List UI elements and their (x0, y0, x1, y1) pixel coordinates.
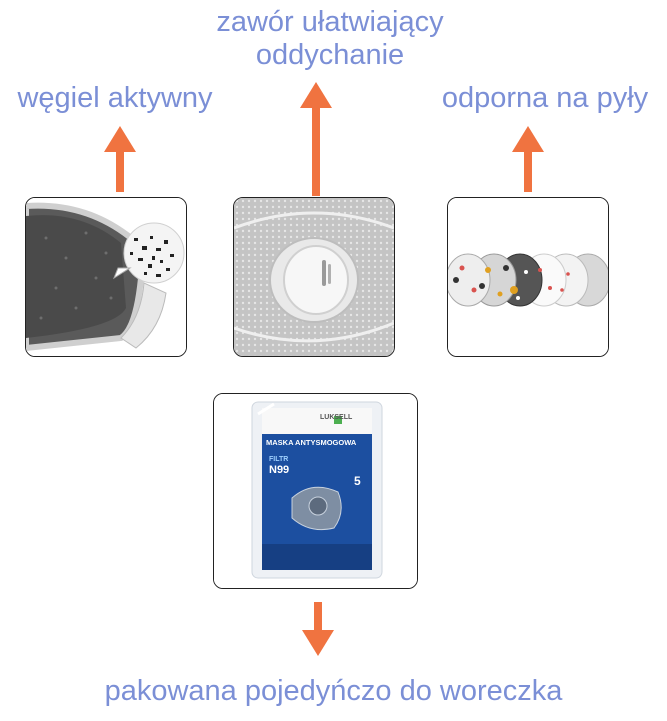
package-title: MASKA ANTYSMOGOWA (266, 438, 357, 447)
carbon-layer-icon (26, 198, 186, 356)
arrow-up-icon-carbon (104, 126, 136, 192)
packaging-label: pakowana pojedyńczo do woreczka (104, 675, 563, 707)
valve-label-line1: zawór ułatwiający (216, 6, 444, 38)
package-brand: LUKSELL (320, 414, 353, 421)
package-count: 5 (354, 474, 361, 488)
dust-label: odporna na pyły (441, 82, 649, 114)
package-filter-line1: FILTR (269, 456, 289, 463)
arrow-up-icon-dust (512, 126, 544, 192)
valve-image (233, 197, 395, 357)
arrow-up-icon-valve (300, 82, 332, 196)
filter-layers-icon (448, 198, 608, 356)
package-icon (214, 394, 417, 588)
package-filter-line2: N99 (269, 464, 290, 476)
package-image: LUKSELL MASKA ANTYSMOGOWA FILTR N99 5 (213, 393, 418, 589)
valve-label: zawór ułatwiający oddychanie (150, 6, 510, 72)
arrow-down-icon-packaging (302, 602, 334, 656)
filter-layers-image (447, 197, 609, 357)
carbon-filter-image (25, 197, 187, 357)
valve-icon (234, 198, 394, 356)
carbon-label: węgiel aktywny (17, 82, 213, 114)
valve-label-line2: oddychanie (255, 39, 405, 71)
